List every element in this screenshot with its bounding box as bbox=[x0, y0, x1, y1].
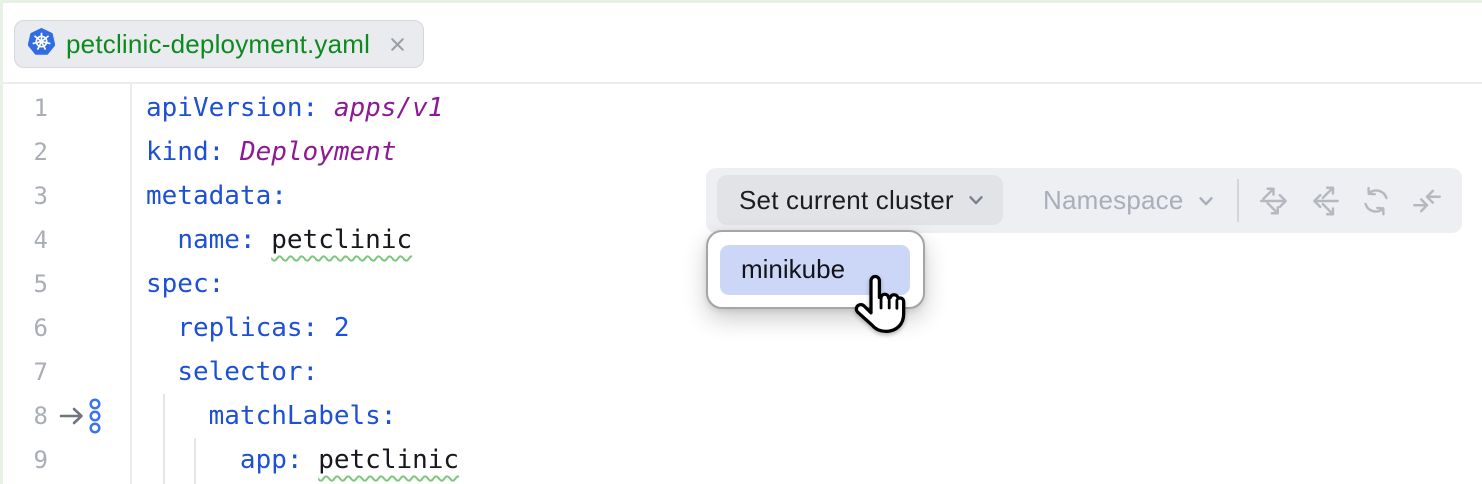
toolbar-divider bbox=[1237, 179, 1239, 222]
code-token: apiVersion: bbox=[146, 93, 319, 123]
indent-guide bbox=[163, 394, 165, 484]
refresh-icon[interactable] bbox=[1357, 182, 1395, 220]
code-token: spec: bbox=[146, 269, 225, 299]
code-editor[interactable]: 1 apiVersion: apps/v1 2 kind: Deployment 3 me… bbox=[0, 84, 1482, 484]
tab-filename: petclinic-deployment.yaml bbox=[66, 28, 371, 59]
pointing-hand-cursor bbox=[850, 274, 906, 340]
code-line[interactable]: 4 name: petclinic bbox=[0, 218, 1482, 262]
code-token: kind: bbox=[146, 137, 225, 167]
line-number: 2 bbox=[33, 138, 48, 166]
toolbar-actions bbox=[1255, 168, 1446, 233]
code-token: metadata: bbox=[146, 181, 287, 211]
code-text: matchLabels: bbox=[130, 394, 1482, 438]
cluster-select-popup: minikube bbox=[706, 230, 925, 309]
set-current-cluster-label: Set current cluster bbox=[739, 184, 954, 215]
apply-to-cluster-icon[interactable] bbox=[1255, 182, 1293, 220]
gutter: 3 bbox=[0, 182, 130, 210]
code-text: metadata: bbox=[130, 174, 1482, 218]
line-number: 5 bbox=[33, 270, 48, 298]
code-text: name: petclinic bbox=[130, 218, 1482, 262]
namespace-label: Namespace bbox=[1043, 185, 1184, 215]
tab-petclinic-deployment[interactable]: petclinic-deployment.yaml bbox=[14, 20, 425, 68]
gutter: 6 bbox=[0, 314, 130, 342]
code-line[interactable]: 9 app: petclinic bbox=[0, 438, 1482, 482]
editor-tab-bar: petclinic-deployment.yaml bbox=[0, 0, 1482, 84]
code-line[interactable]: 1 apiVersion: apps/v1 bbox=[0, 86, 1482, 130]
code-token bbox=[146, 313, 177, 343]
code-token: matchLabels: bbox=[208, 401, 397, 431]
kubernetes-floating-toolbar: Set current cluster Namespace bbox=[706, 168, 1462, 233]
namespace-button[interactable]: Namespace bbox=[1043, 168, 1217, 233]
code-line[interactable]: 2 kind: Deployment bbox=[0, 130, 1482, 174]
gutter: 5 bbox=[0, 270, 130, 298]
code-token bbox=[146, 225, 177, 255]
code-line[interactable]: 6 replicas: 2 bbox=[0, 306, 1482, 350]
line-number: 9 bbox=[33, 446, 48, 474]
code-token: 2 bbox=[333, 313, 350, 343]
code-token bbox=[146, 445, 240, 475]
code-token: petclinic bbox=[318, 445, 460, 475]
code-line[interactable]: 5 spec: bbox=[0, 262, 1482, 306]
code-token bbox=[303, 445, 319, 475]
code-token: apps/v1 bbox=[333, 93, 444, 123]
code-text: selector: bbox=[130, 350, 1482, 394]
code-token: replicas: bbox=[177, 313, 319, 343]
chevron-down-icon bbox=[965, 189, 987, 211]
code-line[interactable]: 3 metadata: bbox=[0, 174, 1482, 218]
gutter: 7 bbox=[0, 358, 130, 386]
line-number: 1 bbox=[33, 94, 48, 122]
code-token bbox=[146, 401, 209, 431]
code-token: selector: bbox=[177, 357, 319, 387]
set-current-cluster-button[interactable]: Set current cluster bbox=[717, 175, 1003, 225]
code-text: app: petclinic bbox=[130, 438, 1482, 482]
code-line[interactable]: 8 matchLabels: bbox=[0, 394, 1482, 438]
code-token: petclinic bbox=[271, 225, 413, 255]
line-number: 6 bbox=[33, 314, 48, 342]
gutter: 4 bbox=[0, 226, 130, 254]
line-number: 3 bbox=[33, 182, 48, 210]
gutter: 9 bbox=[0, 446, 130, 474]
code-token: Deployment bbox=[239, 137, 397, 167]
code-text: kind: Deployment bbox=[130, 130, 1482, 174]
code-token bbox=[146, 357, 177, 387]
related-resource-icon[interactable] bbox=[55, 396, 111, 436]
window-edge-left bbox=[0, 0, 3, 484]
get-from-cluster-icon[interactable] bbox=[1408, 182, 1446, 220]
code-text: spec: bbox=[130, 262, 1482, 306]
code-token bbox=[256, 225, 272, 255]
gutter-separator bbox=[130, 84, 132, 484]
compare-with-cluster-icon[interactable] bbox=[1306, 182, 1344, 220]
code-line[interactable]: 7 selector: bbox=[0, 350, 1482, 394]
code-token bbox=[318, 93, 334, 123]
code-token bbox=[318, 313, 334, 343]
chevron-down-icon bbox=[1195, 190, 1217, 212]
line-number: 4 bbox=[33, 226, 48, 254]
indent-guide bbox=[194, 438, 196, 484]
code-token: app: bbox=[239, 445, 303, 475]
kubernetes-icon bbox=[27, 28, 56, 60]
close-icon[interactable] bbox=[387, 34, 408, 55]
window-edge-top bbox=[0, 0, 1482, 3]
code-token bbox=[224, 137, 240, 167]
code-rows: 1 apiVersion: apps/v1 2 kind: Deployment 3 me… bbox=[0, 86, 1482, 482]
gutter: 1 bbox=[0, 94, 130, 122]
gutter: 2 bbox=[0, 138, 130, 166]
code-token: name: bbox=[177, 225, 256, 255]
code-text: replicas: 2 bbox=[130, 306, 1482, 350]
code-text: apiVersion: apps/v1 bbox=[130, 86, 1482, 130]
line-number: 8 bbox=[33, 402, 48, 430]
gutter: 8 bbox=[0, 396, 130, 436]
line-number: 7 bbox=[33, 358, 48, 386]
